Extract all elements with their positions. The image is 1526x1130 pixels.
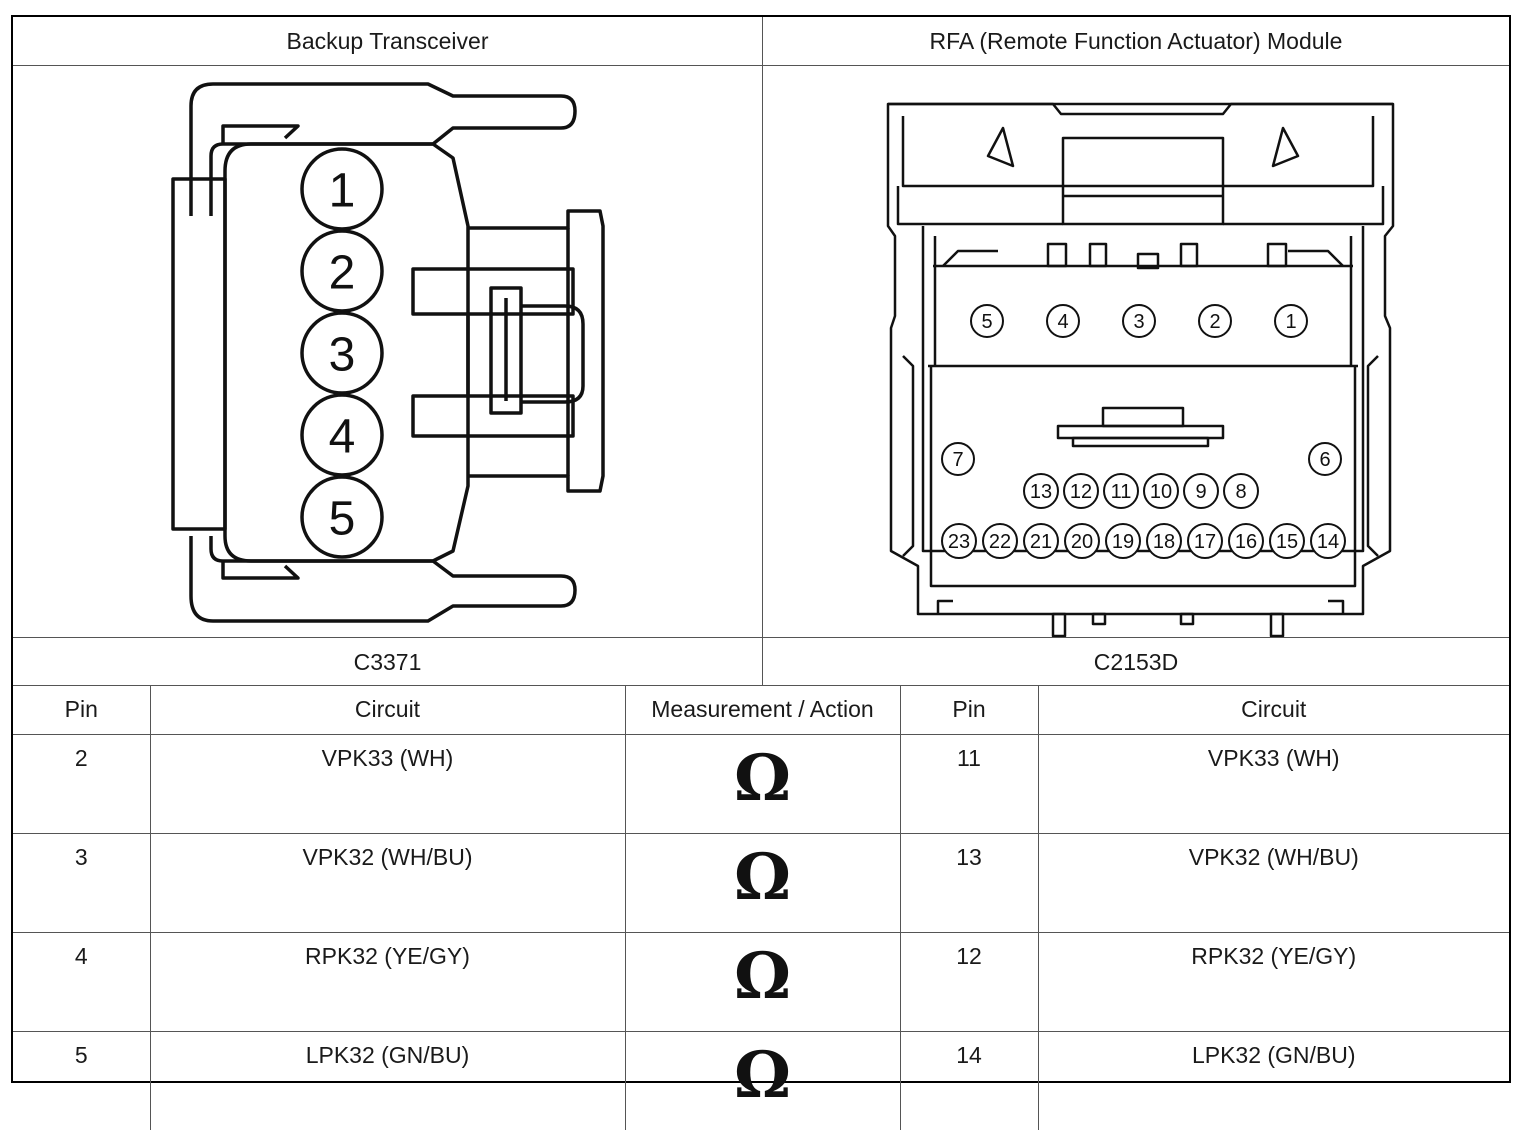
left-connector-title: Backup Transceiver <box>13 17 762 66</box>
header-circuit-a: Circuit <box>150 685 625 735</box>
ohm-icon: Ω <box>734 846 791 910</box>
table-row: 4 RPK32 (YE/GY) Ω 12 RPK32 (YE/GY) <box>13 933 1509 1032</box>
pin-number: 18 <box>1153 531 1175 553</box>
pin-b: 11 <box>900 735 1038 834</box>
pin-number: 7 <box>952 449 963 471</box>
circuit-a: LPK32 (GN/BU) <box>150 1032 625 1130</box>
pin-a: 5 <box>13 1032 150 1130</box>
backup-transceiver-connector: 1 2 3 4 5 <box>13 66 762 637</box>
pin-number: 4 <box>1057 311 1068 333</box>
pin-b: 13 <box>900 834 1038 933</box>
pin-number: 1 <box>1285 311 1296 333</box>
table-header-row: Pin Circuit Measurement / Action Pin Cir… <box>13 685 1509 735</box>
measurement-cell: Ω <box>625 933 900 1032</box>
pin-number: 22 <box>989 531 1011 553</box>
header-measurement: Measurement / Action <box>625 685 900 735</box>
ohm-icon: Ω <box>734 747 791 811</box>
pin-number: 23 <box>948 531 970 553</box>
header-pin-a: Pin <box>13 685 150 735</box>
pin-number: 3 <box>329 328 356 381</box>
pin-table: Pin Circuit Measurement / Action Pin Cir… <box>13 685 1509 1130</box>
pin-b: 14 <box>900 1032 1038 1130</box>
pin-number: 9 <box>1195 481 1206 503</box>
right-connector-title: RFA (Remote Function Actuator) Module <box>763 17 1509 66</box>
circuit-a: VPK33 (WH) <box>150 735 625 834</box>
right-connector-code: C2153D <box>763 638 1509 686</box>
pin-number: 20 <box>1071 531 1093 553</box>
table-row: 5 LPK32 (GN/BU) Ω 14 LPK32 (GN/BU) <box>13 1032 1509 1130</box>
pin-number: 6 <box>1319 449 1330 471</box>
pin-number: 10 <box>1150 481 1172 503</box>
backup-transceiver-pins: 1 2 3 4 5 <box>302 149 382 557</box>
pin-number: 14 <box>1317 531 1339 553</box>
pin-number: 8 <box>1235 481 1246 503</box>
header-circuit-b: Circuit <box>1038 685 1509 735</box>
pin-number: 21 <box>1030 531 1052 553</box>
left-connector-code: C3371 <box>13 638 762 686</box>
pin-number: 16 <box>1235 531 1257 553</box>
pin-a: 4 <box>13 933 150 1032</box>
pin-number: 2 <box>329 246 356 299</box>
pin-number: 17 <box>1194 531 1216 553</box>
ohm-icon: Ω <box>734 1044 791 1108</box>
pin-number: 4 <box>329 410 356 463</box>
pin-number: 5 <box>981 311 992 333</box>
circuit-b: LPK32 (GN/BU) <box>1038 1032 1509 1130</box>
pin-number: 19 <box>1112 531 1134 553</box>
pin-number: 13 <box>1030 481 1052 503</box>
pin-a: 3 <box>13 834 150 933</box>
pin-number: 1 <box>329 164 356 217</box>
circuit-a: RPK32 (YE/GY) <box>150 933 625 1032</box>
pin-number: 3 <box>1133 311 1144 333</box>
pin-number: 2 <box>1209 311 1220 333</box>
pin-number: 15 <box>1276 531 1298 553</box>
header-pin-b: Pin <box>900 685 1038 735</box>
table-row: 2 VPK33 (WH) Ω 11 VPK33 (WH) <box>13 735 1509 834</box>
pin-number: 12 <box>1070 481 1092 503</box>
table-row: 3 VPK32 (WH/BU) Ω 13 VPK32 (WH/BU) <box>13 834 1509 933</box>
pin-number: 11 <box>1111 481 1132 503</box>
circuit-a: VPK32 (WH/BU) <box>150 834 625 933</box>
measurement-cell: Ω <box>625 1032 900 1130</box>
measurement-cell: Ω <box>625 834 900 933</box>
measurement-cell: Ω <box>625 735 900 834</box>
pin-a: 2 <box>13 735 150 834</box>
connector-diagram: Backup Transceiver RFA (Remote Function … <box>11 15 1511 1083</box>
pin-number: 5 <box>329 492 356 545</box>
pin-b: 12 <box>900 933 1038 1032</box>
circuit-b: VPK33 (WH) <box>1038 735 1509 834</box>
circuit-b: VPK32 (WH/BU) <box>1038 834 1509 933</box>
circuit-b: RPK32 (YE/GY) <box>1038 933 1509 1032</box>
ohm-icon: Ω <box>734 945 791 1009</box>
